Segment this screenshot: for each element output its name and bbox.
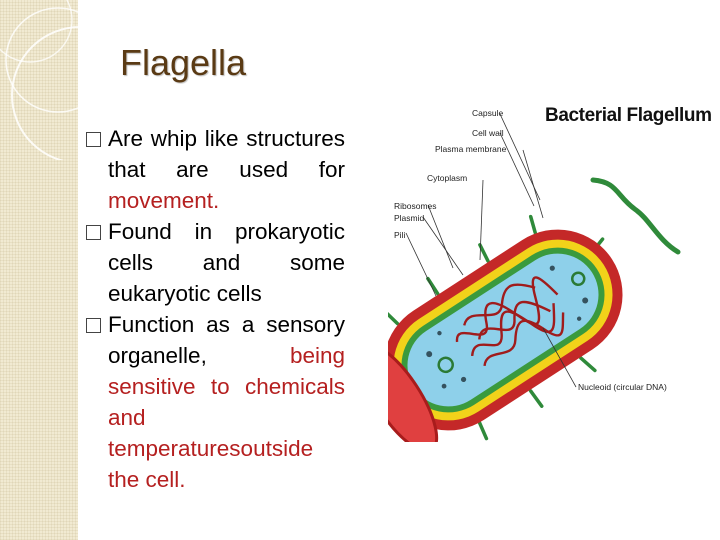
bullet-item: Function as a sensory organelle, being s… xyxy=(86,309,345,495)
decorative-curves xyxy=(0,0,149,160)
bullet-text: Found in prokaryotic cells and some euka… xyxy=(108,219,345,306)
bullet-item: Are whip like structures that are used f… xyxy=(86,123,345,216)
bullet-marker-icon xyxy=(86,132,101,147)
label-leader-lines xyxy=(405,113,577,388)
label-cytoplasm: Cytoplasm xyxy=(427,173,468,183)
label-ribosomes: Ribosomes xyxy=(394,201,437,211)
bullet-marker-icon xyxy=(86,318,101,333)
cell-body xyxy=(388,214,623,442)
label-cell-wall: Cell wall xyxy=(472,128,504,138)
nucleoid-dna xyxy=(455,276,565,367)
figure-title: Bacterial Flagellum xyxy=(545,105,712,126)
bullet-text: Are whip like structures that are used f… xyxy=(108,126,345,182)
bacterial-flagellum-figure: Bacterial Flagellum xyxy=(388,100,720,442)
label-plasma-membrane: Plasma membrane xyxy=(435,144,507,154)
bacterium-illustration xyxy=(388,113,681,442)
bullet-list: Are whip like structures that are used f… xyxy=(86,123,345,495)
bullet-marker-icon xyxy=(86,225,101,240)
bullet-text: Function as a sensory organelle, xyxy=(108,312,345,368)
bullet-emphasis: movement. xyxy=(108,188,220,213)
label-pili: Pili xyxy=(394,230,406,240)
slide-title: Flagella xyxy=(120,42,247,83)
label-nucleoid: Nucleoid (circular DNA) xyxy=(578,382,667,392)
label-plasmid: Plasmid xyxy=(394,213,425,223)
label-capsule: Capsule xyxy=(472,108,504,118)
bullet-emphasis: being sensitive to chemicals and tempera… xyxy=(108,343,345,492)
bullet-item: Found in prokaryotic cells and some euka… xyxy=(86,216,345,309)
flagellum-shape xyxy=(590,177,681,255)
